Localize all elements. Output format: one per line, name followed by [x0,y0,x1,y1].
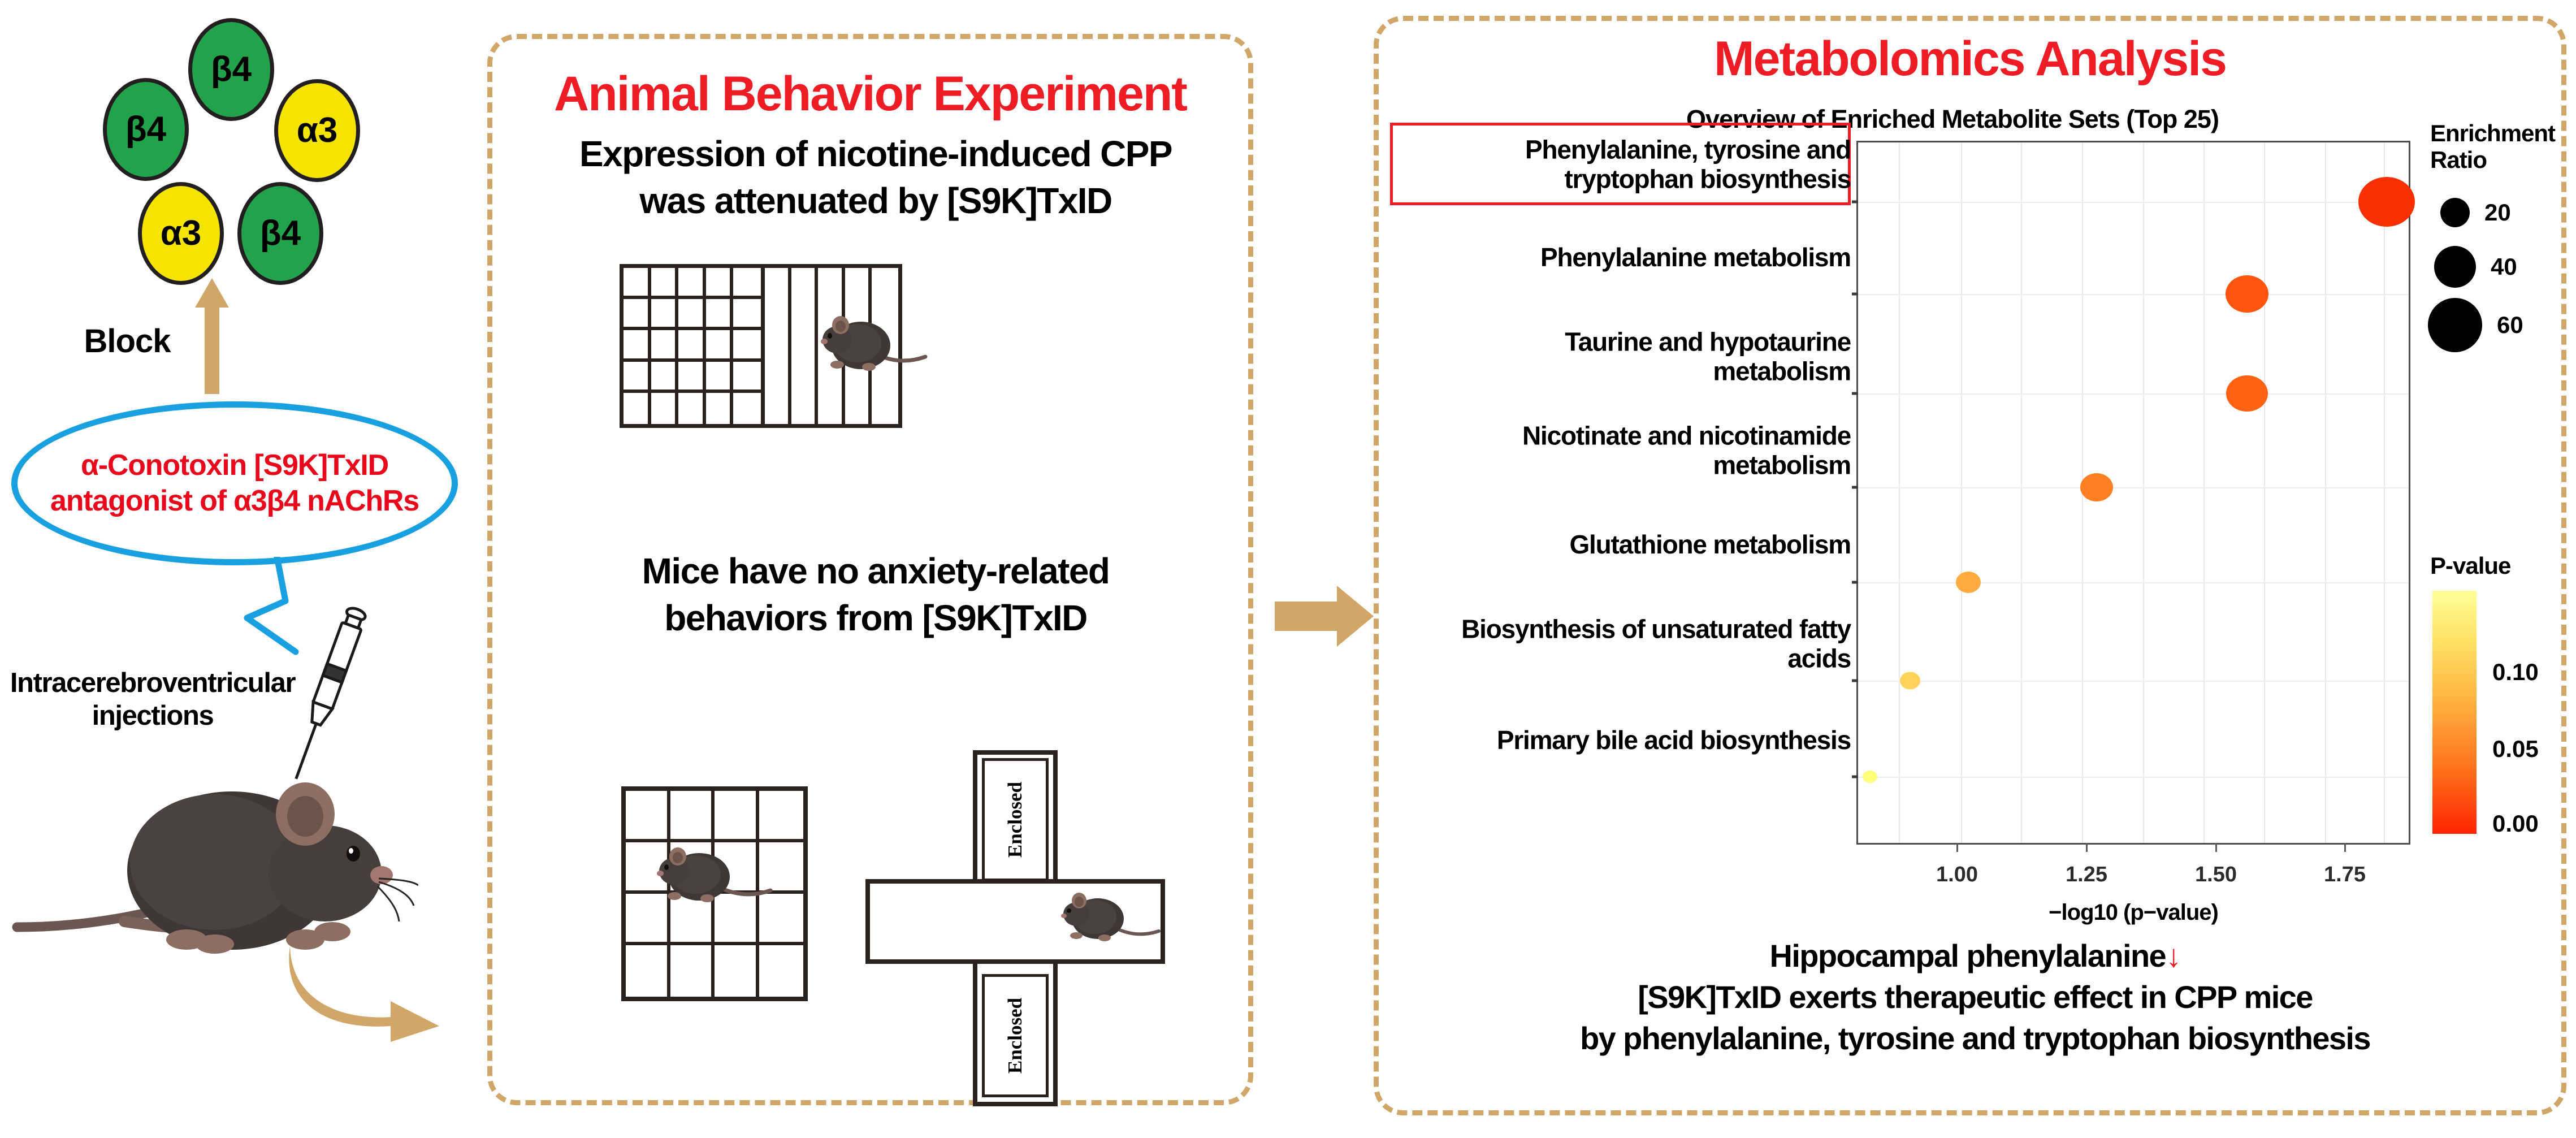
legend-size-circle-40 [2434,246,2476,288]
panel-title-metabolomics: Metabolomics Analysis [1714,32,2227,86]
x-tick-label-2: 1.50 [2195,863,2237,886]
legend-size-circle-60 [2428,298,2482,353]
icv-label-line2: injections [92,700,214,731]
legend-pvalue-tick-0: 0.10 [2492,659,2539,685]
subunit-label: α3 [160,214,202,253]
open-field-apparatus [621,786,808,1001]
conotoxin-callout: α-Conotoxin [S9K]TxID antagonist of α3β4… [11,401,458,565]
legend-size-title: Enrichment Ratio [2430,120,2556,174]
data-point-4 [1956,572,1981,593]
legend-size-circle-20 [2440,198,2470,228]
legend-size-row-20: 20 [2430,185,2560,240]
mouse-illustration [12,782,418,954]
legend-pvalue-tick-2: 0.00 [2492,810,2539,837]
left-panel: β4 β4 α3 α3 β4 Block α-Conotoxin [S9K]Tx… [0,0,486,1138]
data-point-3 [2080,473,2113,501]
subunit-alpha3-right: α3 [274,79,360,182]
statement-anxiety-line1: Mice have no anxiety-related [642,551,1110,591]
callout-tail-icon [244,557,299,655]
x-axis-label: −log10 (p−value) [2049,900,2219,925]
epm-arm-label: Enclosed [1004,781,1027,858]
subunit-label: β4 [125,110,167,149]
subunit-label: β4 [210,50,252,89]
subunit-label: β4 [259,214,301,253]
metabolomics-conclusion: Hippocampal phenylalanine↓ [S9K]TxID exe… [1390,936,2560,1059]
x-tick-label-3: 1.75 [2324,863,2366,886]
mouse-in-cpp-icon [821,316,928,371]
epm-enclosed-arm-bottom: Enclosed [982,974,1049,1097]
y-category-2: Taurine and hypotaurine metabolism [1565,327,1851,386]
y-category-5: Biosynthesis of unsaturated fatty acids [1461,614,1851,673]
legend-size-value-20: 20 [2484,199,2511,226]
block-label: Block [84,323,171,360]
panel-transition-arrow-icon [1275,586,1374,647]
y-category-1: Phenylalanine metabolism [1540,242,1851,272]
conclusion-line-1: Hippocampal phenylalanine↓ [1769,938,2181,973]
down-arrow-icon: ↓ [2166,938,2181,973]
legend-pvalue-tick-1: 0.05 [2492,735,2539,762]
syringe-icon [295,607,367,780]
cpp-grid-compartment [624,268,761,424]
epm-enclosed-arm-top: Enclosed [982,758,1049,881]
legend-pvalue-title: P-value [2430,552,2511,579]
data-point-2 [2226,375,2268,412]
legend-size-value-60: 60 [2497,311,2523,339]
statement-anxiety-line2: behaviors from [S9K]TxID [664,598,1088,639]
y-category-4: Glutathione metabolism [1569,529,1851,559]
highlight-box-phenylalanine-tyrosine-tryptophan [1390,123,1851,205]
legend-size-value-40: 40 [2491,253,2517,280]
statement-cpp-line2: was attenuated by [S9K]TxID [639,180,1112,222]
y-category-0: Phenylalanine, tyrosine and tryptophan b… [1525,135,1851,194]
legend-enrichment-ratio: Enrichment Ratio 20 40 60 [2428,120,2560,356]
data-point-5 [1900,672,1920,690]
data-point-6 [1863,771,1877,783]
chart-title: Overview of Enriched Metabolite Sets (To… [1686,105,2219,133]
data-point-0 [2358,177,2415,227]
statement-cpp: Expression of nicotine-induced CPP was a… [503,131,1249,224]
pvalue-color-gradient-bar [2432,591,2477,834]
subunit-beta4-top: β4 [188,18,274,121]
subunit-beta4-bottom-right: β4 [237,182,323,285]
subunit-label: α3 [296,111,338,150]
data-point-1 [2226,275,2268,313]
metabolomics-panel: Metabolomics Analysis Overview of Enrich… [1374,16,2566,1115]
panel-title-animal-behavior: Animal Behavior Experiment [554,67,1188,121]
epm-arm-label: Enclosed [1004,997,1027,1074]
statement-anxiety: Mice have no anxiety-related behaviors f… [503,548,1249,642]
block-arrow-icon [195,278,229,394]
icv-label-line1: Intracerebroventricular [10,668,296,698]
mouse-in-open-field-icon [657,847,773,902]
x-tick-label-1: 1.25 [2066,863,2107,886]
icv-injection-label: Intracerebroventricular injections [0,667,311,733]
legend-size-row-60: 60 [2428,294,2560,356]
statement-cpp-line1: Expression of nicotine-induced CPP [579,133,1173,174]
conclusion-line-3: by phenylalanine, tyrosine and tryptopha… [1580,1020,2371,1056]
legend-p-value: P-value 0.10 0.05 0.00 [2430,552,2560,837]
subunit-beta4-left: β4 [103,78,189,181]
subunit-alpha3-bottom-left: α3 [138,182,224,285]
callout-line-2: antagonist of α3β4 nAChRs [50,484,419,517]
elevated-plus-maze: Enclosed Enclosed [865,750,1165,1106]
mouse-in-epm-icon [1061,893,1161,941]
bubble-plot: 1.00 1.25 1.50 1.75 [1852,141,2415,886]
callout-line-1: α-Conotoxin [S9K]TxID [80,448,389,482]
conclusion-line-2: [S9K]TxID exerts therapeutic effect in C… [1638,979,2313,1015]
animal-behavior-panel: Animal Behavior Experiment Expression of… [487,34,1253,1106]
curved-arrow-icon [289,946,439,1042]
legend-size-row-40: 40 [2430,240,2560,294]
chart-y-category-labels: Phenylalanine, tyrosine and tryptophan b… [1387,123,1851,845]
epm-center [977,884,1053,959]
y-category-6: Primary bile acid biosynthesis [1496,725,1851,755]
x-tick-label-0: 1.00 [1936,863,1978,886]
y-category-3: Nicotinate and nicotinamide metabolism [1522,421,1851,480]
